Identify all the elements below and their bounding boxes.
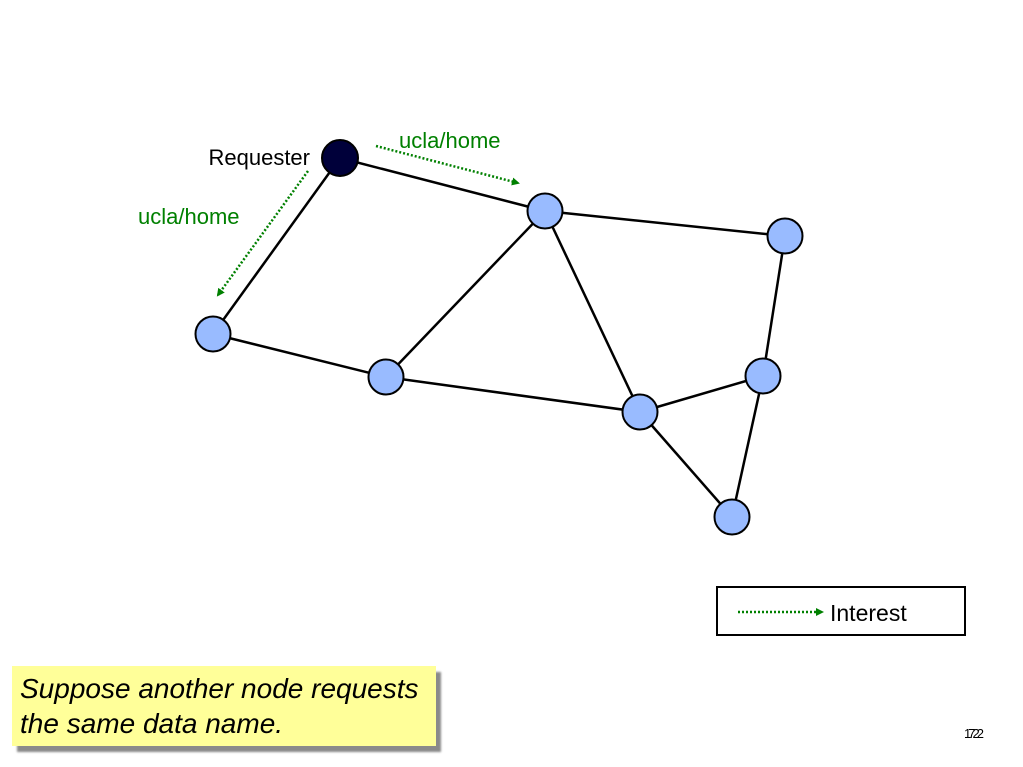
node-bottom [713,498,751,536]
edge-node-center-to-node-lower-mid [385,375,641,414]
edge-requester-to-node-a [339,156,546,213]
node-left [194,315,232,353]
legend-interest-label: Interest [830,600,907,626]
edge-node-a-to-node-lower-mid [543,210,642,413]
nodes [194,139,804,536]
node-center [367,358,405,396]
node-lower-mid [621,393,659,431]
node-a [526,192,564,230]
edge-node-lower-mid-to-node-right-mid [639,374,764,414]
interest-label-top: ucla/home [399,128,501,153]
interest-arrows [216,144,520,297]
callout-box: Suppose another node requests the same d… [12,666,436,746]
legend: Interest [716,586,966,636]
edge-node-a-to-node-center [385,210,546,378]
requester-label: Requester [208,145,310,170]
legend-interest-arrow [738,608,824,616]
callout-text: Suppose another node requests the same d… [20,673,419,739]
interest-arrow-to-node-left [216,170,310,297]
requester-node [321,139,359,177]
page-number: 1722 [964,726,984,741]
edge-node-lower-mid-to-node-bottom [639,411,733,518]
edges [211,156,787,518]
edge-requester-to-node-left [211,157,342,335]
node-right-top [766,217,804,255]
interest-label-left: ucla/home [138,204,240,229]
edge-node-a-to-node-right-top [544,209,786,238]
edge-node-left-to-node-center [212,332,387,379]
node-right-mid [744,357,782,395]
edge-node-right-top-to-node-right-mid [761,235,787,377]
edge-node-right-mid-to-node-bottom [730,375,765,518]
interest-arrow-to-node-a [375,144,520,186]
